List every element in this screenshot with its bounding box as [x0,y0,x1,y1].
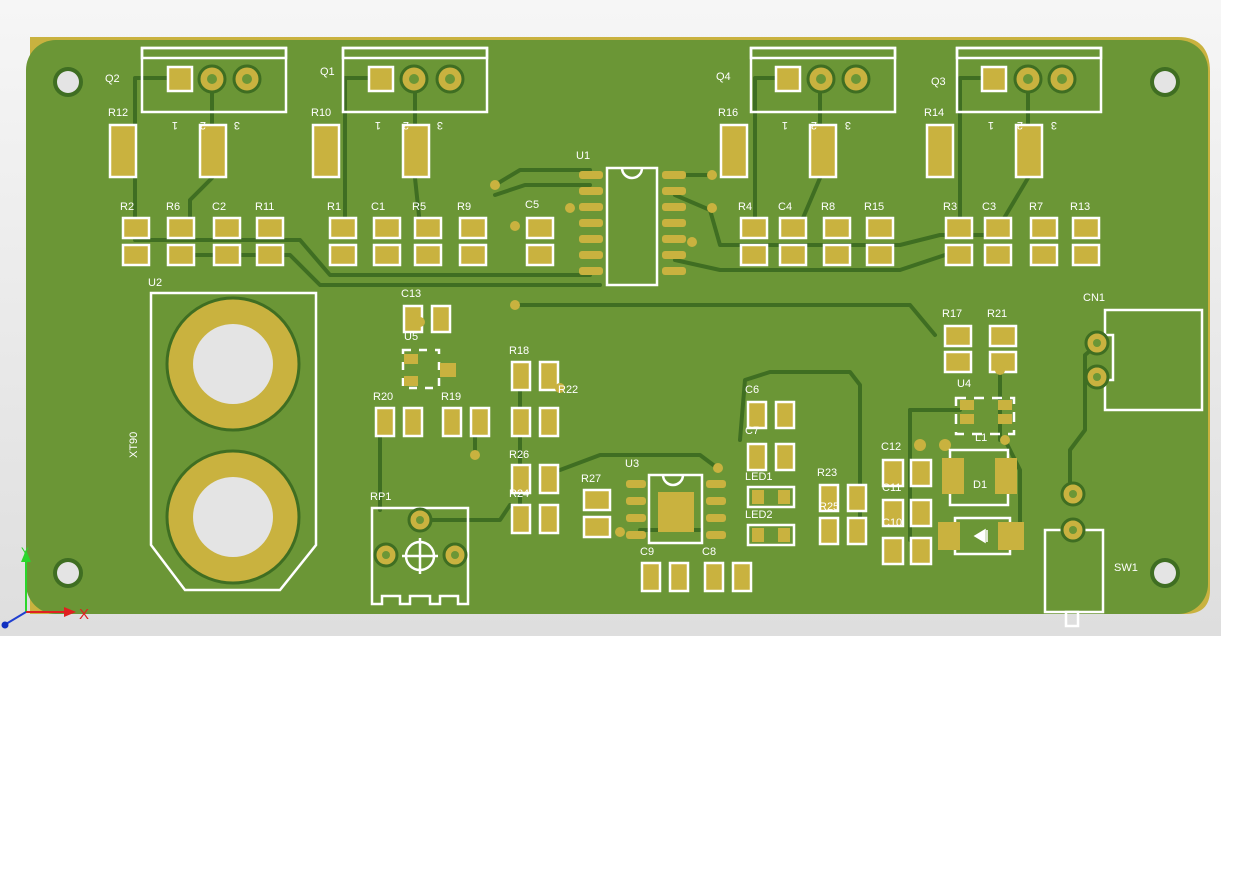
resistors-r23-r25 [818,483,868,546]
label-r27: R27 [581,473,601,485]
pin-label-3: 3 [845,119,851,131]
label-r11: R11 [255,201,274,213]
label-r3: R3 [943,201,957,213]
label-r8: R8 [821,201,835,213]
label-c13: C13 [401,288,421,300]
label-r17: R17 [942,308,962,320]
label-q3: Q3 [931,76,946,88]
label-q1: Q1 [320,66,335,78]
transistor-q4[interactable] [749,46,897,114]
pin-label-2: 2 [403,119,409,131]
label-u2: U2 [148,277,162,289]
transistor-q3[interactable] [955,46,1103,114]
label-u1: U1 [576,150,590,162]
label-c7: C7 [745,425,759,437]
label-sw1: SW1 [1114,562,1138,574]
pin-label-1: 1 [782,119,788,131]
label-r14: R14 [924,107,944,119]
ic-u1[interactable] [579,166,686,287]
label-c4: C4 [778,201,792,213]
pin-label-3: 3 [1051,119,1057,131]
label-r12: R12 [108,107,128,119]
pin-label-3: 3 [437,119,443,131]
label-c3: C3 [982,201,996,213]
label-r10: R10 [311,107,331,119]
axis-label-y: Y [21,545,29,559]
pin-label-1: 1 [172,119,178,131]
label-q2: Q2 [105,73,120,85]
pin-label-2: 2 [1017,119,1023,131]
label-r20: R20 [373,391,393,403]
label-u3: U3 [625,458,639,470]
label-q4: Q4 [716,71,731,83]
axis-label-x: X [79,606,89,623]
label-c12: C12 [881,441,901,453]
label-u5: U5 [404,331,418,343]
label-d1: D1 [973,479,987,491]
label-r6: R6 [166,201,180,213]
label-r23: R23 [817,467,837,479]
smd-passives-row [121,216,1101,267]
axis-gizmo: Y X [1,545,89,629]
label-c1: C1 [371,201,385,213]
label-c8: C8 [702,546,716,558]
transistor-q2[interactable] [140,46,288,114]
label-r25: R25 [819,501,839,513]
pin-label-1: 1 [375,119,381,131]
pcb-3d-viewport[interactable]: Q2 Q1 Q4 Q3 R12 R10 R16 R14 1 2 3 1 2 3 … [0,0,1221,636]
pin-label-2: 2 [811,119,817,131]
label-c9: C9 [640,546,654,558]
label-r5: R5 [412,201,426,213]
label-r9: R9 [457,201,471,213]
label-r24: R24 [509,488,529,500]
label-u4: U4 [957,378,971,390]
label-c6: C6 [745,384,759,396]
mounting-holes [53,67,1180,588]
label-r7: R7 [1029,201,1043,213]
label-r19: R19 [441,391,461,403]
potentiometer-rp1[interactable] [370,506,470,606]
label-c5: C5 [525,199,539,211]
label-r1: R1 [327,201,341,213]
label-r18: R18 [509,345,529,357]
regulator-section [374,304,491,438]
pin-label-1: 1 [988,119,994,131]
label-c2: C2 [212,201,226,213]
middle-passives [510,360,612,539]
connector-cn1[interactable] [1084,308,1204,412]
power-resistors [108,123,1044,179]
sense-section [943,324,1018,436]
label-rp1: RP1 [370,491,391,503]
label-r26: R26 [509,449,529,461]
switch-sw1[interactable] [1043,481,1105,628]
label-r4: R4 [738,201,752,213]
label-r2: R2 [120,201,134,213]
label-r13: R13 [1070,201,1090,213]
label-cn1: CN1 [1083,292,1105,304]
label-xt90: XT90 [128,432,140,458]
label-r16: R16 [718,107,738,119]
label-r22: R22 [558,384,578,396]
connector-xt90[interactable] [149,291,318,592]
pin-label-3: 3 [234,119,240,131]
pcb-render: Q2 Q1 Q4 Q3 R12 R10 R16 R14 1 2 3 1 2 3 … [1,37,1210,629]
label-led1: LED1 [745,471,773,483]
power-section [881,439,1024,566]
vias [415,170,1010,537]
label-r15: R15 [864,201,884,213]
label-l1: L1 [975,432,987,444]
label-c10: C10 [882,517,902,529]
silkscreen-labels: Q2 Q1 Q4 Q3 R12 R10 R16 R14 1 2 3 1 2 3 … [105,66,1138,574]
label-r21: R21 [987,308,1007,320]
capacitors-c9-c8 [640,561,753,593]
label-led2: LED2 [745,509,773,521]
status-leds-section [746,400,796,547]
transistor-q1[interactable] [341,46,489,114]
label-c11: C11 [882,482,901,494]
ic-u3[interactable] [626,473,726,545]
pin-label-2: 2 [200,119,206,131]
